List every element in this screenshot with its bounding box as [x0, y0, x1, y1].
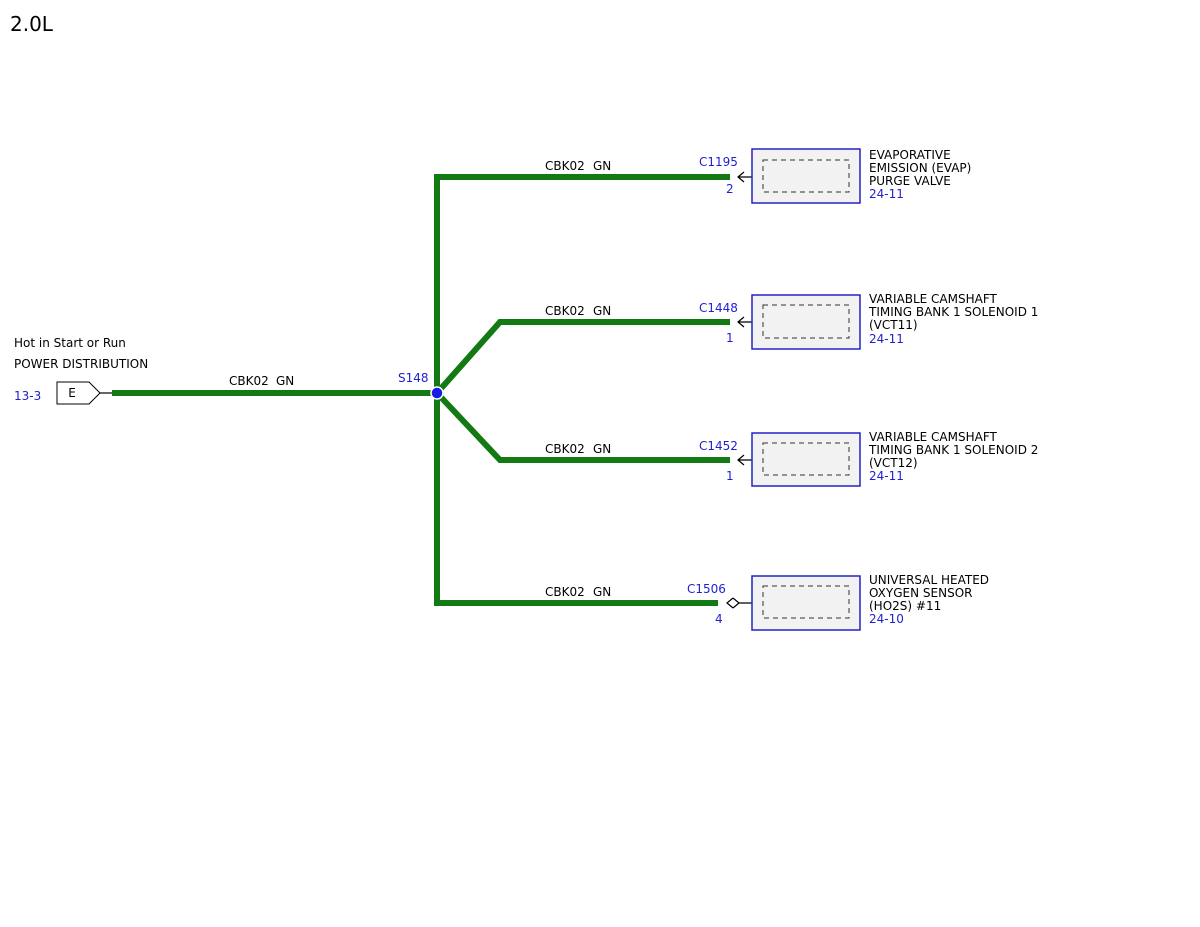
- component-name-line3: PURGE VALVE: [869, 174, 951, 188]
- source-power-distribution: Hot in Start or Run POWER DISTRIBUTION 1…: [14, 336, 294, 405]
- component-box[interactable]: [751, 148, 861, 204]
- source-wire-label: CBK02: [229, 374, 269, 388]
- branch-3: CBK02 GN C1452 1 VARIABLE CAMSHAFT TIMIN…: [545, 430, 1038, 487]
- component-name-line2: EMISSION (EVAP): [869, 161, 971, 175]
- component-box[interactable]: [751, 294, 861, 350]
- component-name-line2: TIMING BANK 1 SOLENOID 1: [868, 305, 1038, 319]
- connector-id[interactable]: C1448: [699, 301, 738, 315]
- wire-label: CBK02: [545, 442, 585, 456]
- connector-id[interactable]: C1195: [699, 155, 738, 169]
- source-wire-color: GN: [276, 374, 294, 388]
- wire-label: CBK02: [545, 159, 585, 173]
- branch-2: CBK02 GN C1448 1 VARIABLE CAMSHAFT TIMIN…: [545, 292, 1038, 350]
- component-name-line1: UNIVERSAL HEATED: [869, 573, 989, 587]
- component-ref[interactable]: 24-11: [869, 332, 904, 346]
- component-name-line2: TIMING BANK 1 SOLENOID 2: [868, 443, 1038, 457]
- pin-number: 2: [726, 182, 734, 196]
- component-ref[interactable]: 24-11: [869, 469, 904, 483]
- source-label-line1: Hot in Start or Run: [14, 336, 126, 350]
- splice: S148: [398, 371, 444, 400]
- component-name-line2: OXYGEN SENSOR: [869, 586, 972, 600]
- pin-number: 1: [726, 469, 734, 483]
- wire-branch-4: [434, 393, 718, 606]
- component-name-line3: (VCT11): [869, 318, 918, 332]
- branch-1: CBK02 GN C1195 2 EVAPORATIVE EMISSION (E…: [545, 148, 971, 204]
- connector-letter: E: [68, 386, 76, 400]
- source-ref[interactable]: 13-3: [14, 389, 41, 403]
- wire-color: GN: [593, 442, 611, 456]
- component-name-line1: EVAPORATIVE: [869, 148, 951, 162]
- connector-id[interactable]: C1506: [687, 582, 726, 596]
- component-name-line3: (HO2S) #11: [869, 599, 941, 613]
- component-inner-dashed: [762, 304, 850, 339]
- component-box[interactable]: [751, 432, 861, 487]
- component-ref[interactable]: 24-10: [869, 612, 904, 626]
- wire-branch-1: [434, 174, 730, 393]
- wire-label: CBK02: [545, 304, 585, 318]
- source-label-line2: POWER DISTRIBUTION: [14, 357, 148, 371]
- component-ref[interactable]: 24-11: [869, 187, 904, 201]
- branch-4: CBK02 GN C1506 4 UNIVERSAL HEATED OXYGEN…: [545, 573, 989, 631]
- wire-color: GN: [593, 585, 611, 599]
- connector-flag-icon: [56, 381, 101, 405]
- pin-number: 4: [715, 612, 723, 626]
- wires: [112, 174, 730, 606]
- pin-number: 1: [726, 331, 734, 345]
- component-inner-dashed: [762, 442, 850, 476]
- wire-color: GN: [593, 304, 611, 318]
- wire-branch-2: [434, 319, 730, 395]
- component-name-line1: VARIABLE CAMSHAFT: [869, 430, 998, 444]
- wire-label: CBK02: [545, 585, 585, 599]
- wire-branch-3: [434, 390, 730, 463]
- component-box[interactable]: [751, 575, 861, 631]
- connector-id[interactable]: C1452: [699, 439, 738, 453]
- splice-id[interactable]: S148: [398, 371, 429, 385]
- component-inner-dashed: [762, 159, 850, 193]
- component-name-line1: VARIABLE CAMSHAFT: [869, 292, 998, 306]
- component-name-line3: (VCT12): [869, 456, 918, 470]
- splice-dot-icon[interactable]: [430, 386, 444, 400]
- component-inner-dashed: [762, 585, 850, 619]
- page-title: 2.0L: [10, 12, 54, 36]
- wire-color: GN: [593, 159, 611, 173]
